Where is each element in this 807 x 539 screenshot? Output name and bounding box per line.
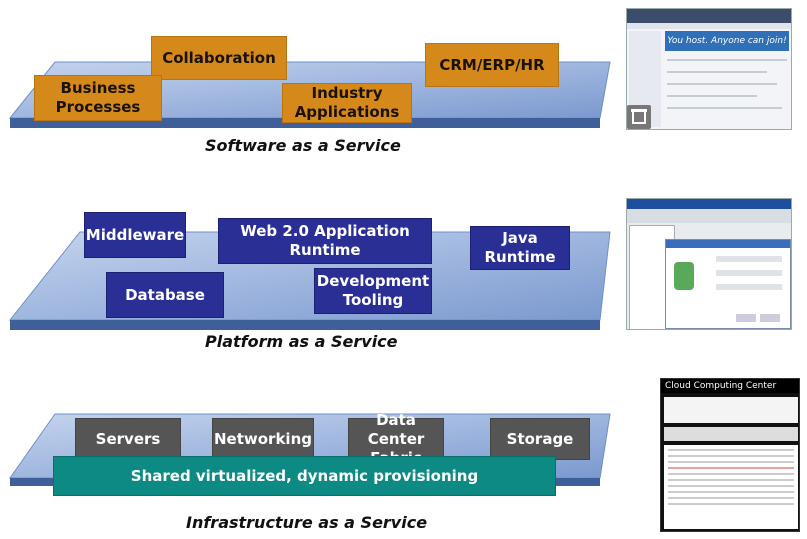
saas-thumbnail-header: You host. Anyone can join! [667,36,787,46]
collaboration-box: Collaboration [151,36,287,80]
business-processes-box: Business Processes [34,75,162,121]
web20-runtime-box: Web 2.0 Application Runtime [218,218,432,264]
saas-screenshot-thumbnail: You host. Anyone can join! [626,8,792,130]
saas-caption: Software as a Service [205,136,401,155]
crm-erp-hr-box: CRM/ERP/HR [425,43,559,87]
middleware-box: Middleware [84,212,186,258]
paas-screenshot-thumbnail [626,198,792,330]
development-tooling-label: Development Tooling [316,272,430,309]
java-runtime-label: Java Runtime [484,229,556,266]
iaas-layer: Servers Networking Data Center Fabric St… [0,370,807,539]
iaas-caption: Infrastructure as a Service [186,513,428,532]
paas-layer: Middleware Web 2.0 Application Runtime J… [0,180,807,360]
web20-runtime-label: Web 2.0 Application Runtime [240,222,410,259]
shared-virtualized-bar: Shared virtualized, dynamic provisioning [53,456,556,496]
business-processes-label: Business Processes [55,79,141,116]
java-runtime-box: Java Runtime [470,226,570,270]
saas-layer: Collaboration Business Processes Industr… [0,0,807,170]
servers-box: Servers [75,418,181,460]
networking-box: Networking [212,418,314,460]
industry-applications-box: Industry Applications [282,83,412,123]
development-tooling-box: Development Tooling [314,268,432,314]
data-center-fabric-box: Data Center Fabric [348,411,444,467]
database-box: Database [106,272,224,318]
iaas-screenshot-thumbnail: Cloud Computing Center [660,378,800,532]
iaas-thumbnail-title: Cloud Computing Center [665,381,777,391]
storage-box: Storage [490,418,590,460]
home-icon [627,105,651,129]
industry-applications-label: Industry Applications [294,84,400,121]
paas-caption: Platform as a Service [205,332,398,351]
